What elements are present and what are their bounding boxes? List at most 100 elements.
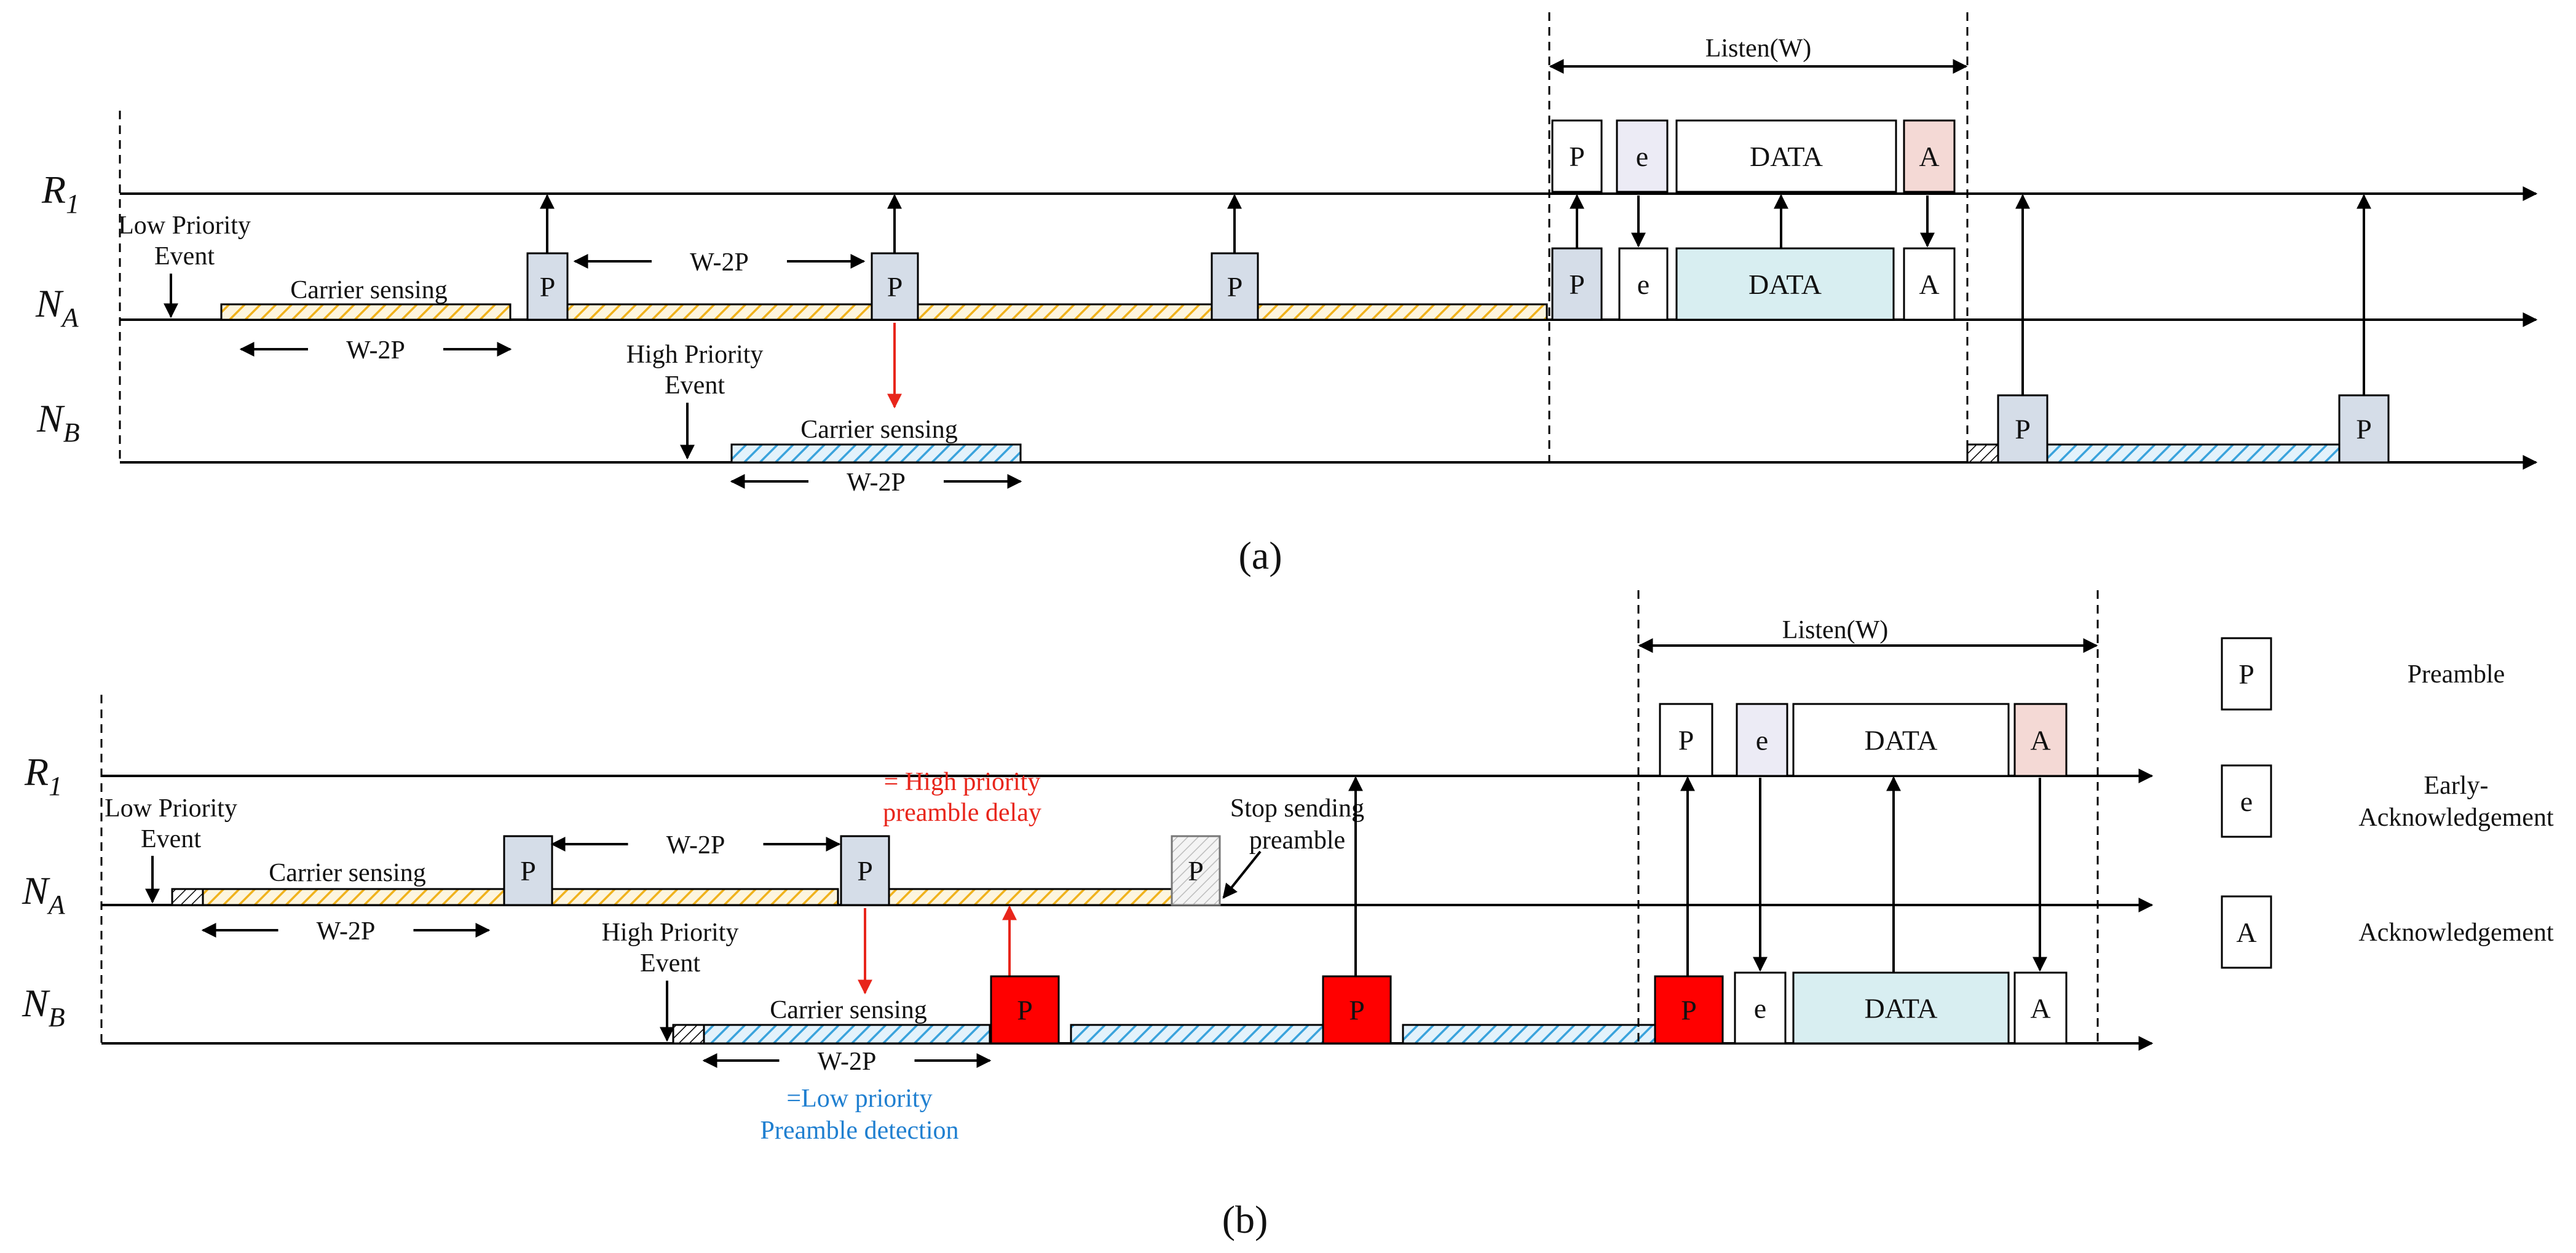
b-na-backoff-3: [888, 888, 1173, 906]
a-na-w2p-1-label: W-2P: [346, 336, 405, 365]
b-nb-hp-preamble-2: [1322, 975, 1392, 1045]
a-r1-label: R1: [41, 168, 79, 219]
b-na-preamble-2-label: P: [857, 855, 873, 887]
b-hp-delay-note-line-2: preamble delay: [883, 799, 1041, 827]
a-listen-label: Listen(W): [1705, 34, 1812, 63]
a-na-preamble-2-label: P: [887, 271, 903, 302]
legend-symbol-2-label: e: [2240, 786, 2253, 817]
b-na-label: NA: [22, 869, 66, 920]
a-na-label: NA: [35, 282, 79, 333]
legend-symbol-3-label: A: [2236, 917, 2256, 948]
a-na-w2p-2-label: W-2P: [690, 248, 749, 277]
a-high-priority-event-line-1: High Priority: [626, 341, 764, 369]
a-na-early-ack: [1618, 247, 1669, 321]
b-na-carrier-sensing-1: [202, 888, 505, 906]
b-nb-backoff-3: [1402, 1024, 1656, 1045]
b-low-priority-event-line-1: Low Priority: [105, 794, 237, 823]
b-stop-sending-note-line-2: preamble: [1249, 826, 1345, 855]
legend-label-1-line-1: Preamble: [2408, 660, 2505, 689]
b-na-preamble-1: [503, 835, 553, 906]
a-low-priority-event-line-1: Low Priority: [118, 211, 251, 240]
b-nb-carrier-sensing-label: Carrier sensing: [770, 996, 926, 1024]
b-nb-early-ack-label: e: [1754, 993, 1766, 1024]
b-nb-hp-preamble-1: [990, 975, 1060, 1045]
legend-symbol-1-label: P: [2238, 658, 2254, 690]
a-na-label-subscript: A: [60, 302, 79, 333]
a-na-data: [1675, 247, 1895, 321]
b-nb-backoff-2: [1070, 1024, 1324, 1045]
a-na-ack-label: A: [1919, 269, 1939, 300]
a-nb-preamble-2: [2338, 394, 2390, 464]
b-nb-hp-preamble-2-label: P: [1349, 995, 1365, 1026]
b-nb-carrier-sensing: [703, 1024, 991, 1045]
legend-label-2-line-2: Acknowledgement: [2358, 804, 2554, 832]
a-nb-preamble-1-label: P: [2015, 414, 2031, 445]
b-na-preamble-2: [840, 835, 890, 906]
b-r1-ack-label: A: [2030, 725, 2050, 756]
legend-symbol-3: [2221, 895, 2272, 969]
a-nb-label: NB: [36, 397, 80, 448]
a-low-priority-event-line-2: Event: [154, 242, 215, 271]
legend-label-2-line-1: Early-: [2424, 772, 2489, 800]
legend-symbol-2: [2221, 764, 2272, 838]
b-na-wake-slot: [171, 888, 204, 906]
b-r1-preamble: [1659, 703, 1713, 777]
b-r1-data: [1792, 703, 2010, 777]
a-na-preamble-4-label: P: [1569, 269, 1585, 300]
b-lp-detection-note-line-1: =Low priority: [786, 1085, 932, 1113]
a-nb-carrier-sensing: [730, 443, 1022, 464]
a-na-backoff-3: [917, 303, 1213, 321]
a-nb-w2p-label: W-2P: [847, 468, 906, 497]
a-na-data-label: DATA: [1748, 269, 1822, 300]
a-high-priority-event-line-2: Event: [665, 371, 725, 400]
b-nb-data: [1792, 971, 2010, 1045]
b-nb-ack: [2013, 971, 2068, 1045]
a-na-carrier-sensing-1: [220, 303, 512, 321]
legend-symbol-1: [2221, 637, 2272, 711]
b-r1-label: R1: [24, 750, 62, 801]
b-stop-sending-note-line-1: Stop sending: [1230, 794, 1364, 823]
b-lp-detection-note-line-2: Preamble detection: [760, 1117, 958, 1145]
b-na-stopped-preamble: [1171, 835, 1221, 906]
a-r1-label-subscript: 1: [66, 189, 79, 219]
b-high-priority-event-line-1: High Priority: [602, 919, 739, 947]
a-r1-ack: [1903, 119, 1956, 193]
a-nb-backoff: [2046, 443, 2341, 464]
a-r1-data: [1675, 119, 1897, 193]
a-na-early-ack-label: e: [1637, 269, 1650, 300]
b-r1-ack: [2013, 703, 2068, 777]
b-r1-early-ack-label: e: [1756, 725, 1768, 756]
b-na-preamble-1-label: P: [520, 855, 536, 887]
a-na-carrier-sensing-label: Carrier sensing: [290, 276, 447, 304]
a-r1-data-label: DATA: [1750, 141, 1823, 172]
a-r1-early-ack-label: e: [1636, 141, 1648, 172]
b-nb-hp-preamble-1-label: P: [1017, 995, 1033, 1026]
b-na-carrier-sensing-label: Carrier sensing: [269, 859, 425, 887]
b-na-label-subscript: A: [47, 890, 66, 920]
b-nb-early-ack: [1734, 971, 1787, 1045]
a-na-preamble-1-label: P: [540, 271, 556, 302]
a-nb-wake-slot: [1966, 443, 1999, 464]
b-nb-ack-label: A: [2030, 993, 2050, 1024]
a-nb-preamble-2-label: P: [2356, 414, 2372, 445]
a-na-preamble-3: [1211, 252, 1259, 321]
b-na-backoff-2: [551, 888, 839, 906]
a-r1-early-ack: [1616, 119, 1669, 193]
b-nb-data-label: DATA: [1865, 993, 1938, 1024]
caption-a: (a): [1238, 534, 1282, 577]
b-nb-hp-preamble-3: [1654, 975, 1724, 1045]
b-low-priority-event-line-2: Event: [141, 825, 201, 853]
b-na-stopped-preamble-label: P: [1188, 855, 1204, 887]
a-na-backoff-2: [566, 303, 873, 321]
b-nb-label: NB: [22, 981, 65, 1032]
b-nb-label-subscript: B: [49, 1002, 65, 1032]
b-r1-data-label: DATA: [1865, 725, 1938, 756]
b-nb-wake-slot: [672, 1024, 705, 1045]
b-stop-sending-arrow: [1222, 850, 1262, 899]
b-listen-label: Listen(W): [1782, 616, 1889, 644]
a-nb-preamble-1: [1997, 394, 2049, 464]
a-na-preamble-2: [871, 252, 919, 321]
b-high-priority-event-line-2: Event: [640, 949, 700, 978]
